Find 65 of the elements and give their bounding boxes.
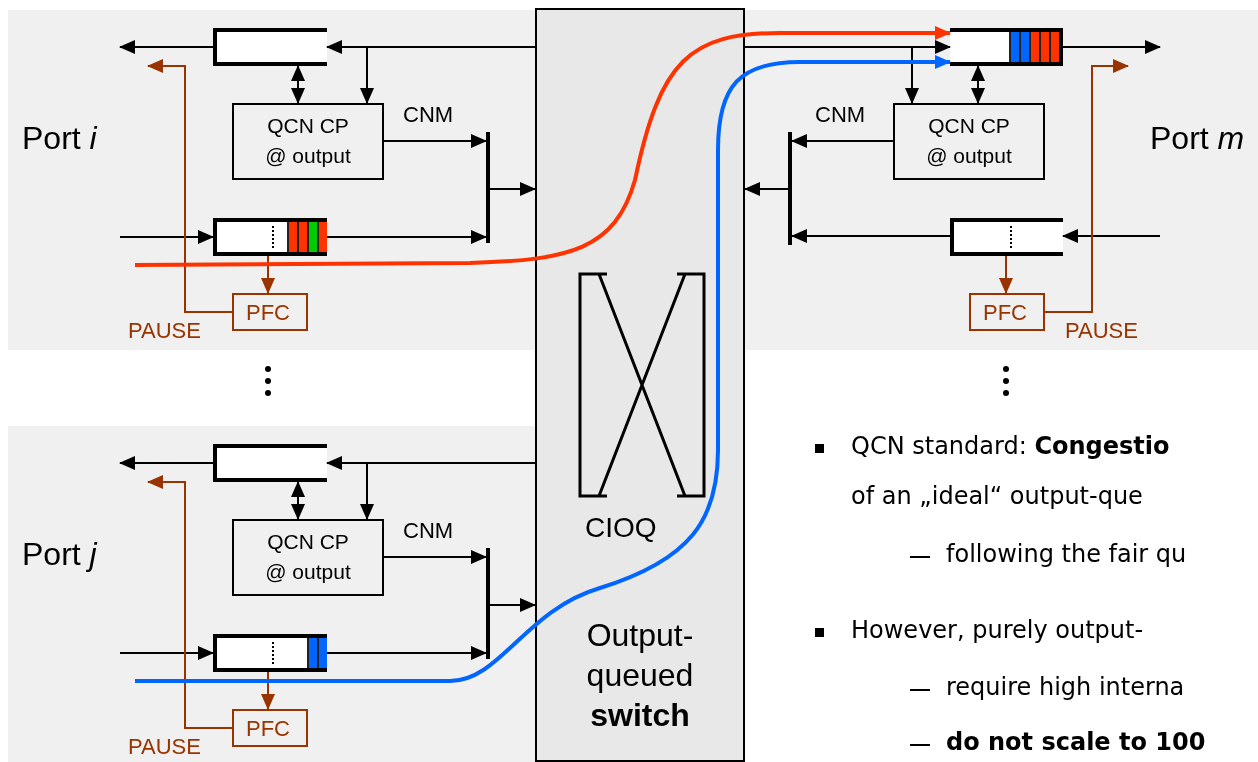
arrow	[119, 456, 214, 470]
port-panel	[8, 10, 535, 350]
box-label: PFC	[245, 300, 291, 326]
switch-type-label: CIOQ	[585, 512, 657, 544]
bullet-text: do not scale to 100	[946, 728, 1206, 756]
box-label: QCN CP @ output	[264, 113, 352, 169]
arrow	[326, 230, 487, 244]
queue-box	[950, 28, 1063, 66]
queue-box	[213, 218, 327, 256]
arrow	[1062, 229, 1161, 243]
double-arrow	[971, 65, 985, 104]
arrow	[261, 255, 275, 294]
arrow	[791, 134, 894, 148]
bullet-text: require high interna	[946, 673, 1185, 701]
box-label: QCN CP @ output	[264, 529, 352, 585]
switch-label: Output- queued switch	[585, 616, 695, 735]
arrow	[119, 40, 214, 54]
arrow	[383, 550, 487, 564]
box-label: QCN CP @ output	[925, 113, 1013, 169]
arrow	[383, 134, 487, 148]
queue-box	[213, 444, 327, 482]
queue-box	[213, 28, 327, 66]
bullet-text: of an „ideal“ output-que	[851, 482, 1143, 510]
port-label: Port i	[22, 120, 97, 157]
arrow	[744, 46, 919, 104]
port-panel	[8, 426, 535, 762]
port-panel	[745, 10, 1258, 350]
bullet-text: following the fair qu	[946, 540, 1187, 568]
arrow	[147, 475, 233, 729]
arrow	[326, 646, 487, 660]
flow-arrow	[135, 55, 951, 683]
control-box	[232, 519, 384, 596]
arrow	[489, 182, 536, 196]
arrow	[119, 646, 214, 660]
pfc-box	[232, 709, 308, 747]
merge-bar	[486, 548, 490, 659]
arrow	[791, 229, 951, 243]
arrow	[360, 462, 536, 520]
port-label: Port j	[22, 536, 97, 573]
pfc-box	[232, 293, 308, 331]
flow-arrow	[135, 26, 951, 267]
arrow	[261, 671, 275, 710]
queue-box	[950, 218, 1063, 256]
box-label: PFC	[982, 300, 1028, 326]
pfc-box	[969, 293, 1045, 331]
switch-box	[535, 8, 745, 762]
arrow	[744, 182, 789, 196]
arrow	[1062, 40, 1161, 54]
arrow	[360, 46, 536, 104]
box-label: PFC	[245, 716, 291, 742]
arrow	[147, 59, 233, 313]
port-label: Port m	[1150, 120, 1245, 157]
queue-box	[213, 634, 327, 672]
double-arrow	[291, 481, 305, 520]
merge-bar	[788, 132, 792, 245]
bullet-text: However, purely output-	[851, 616, 1144, 644]
double-arrow	[291, 65, 305, 104]
control-box	[893, 103, 1045, 180]
merge-bar	[486, 132, 490, 243]
arrow	[999, 255, 1013, 294]
arrow	[489, 598, 536, 612]
bullet-text: QCN standard: Congestio	[851, 432, 1170, 460]
arrow	[1044, 59, 1129, 313]
arrow	[119, 230, 214, 244]
control-box	[232, 103, 384, 180]
